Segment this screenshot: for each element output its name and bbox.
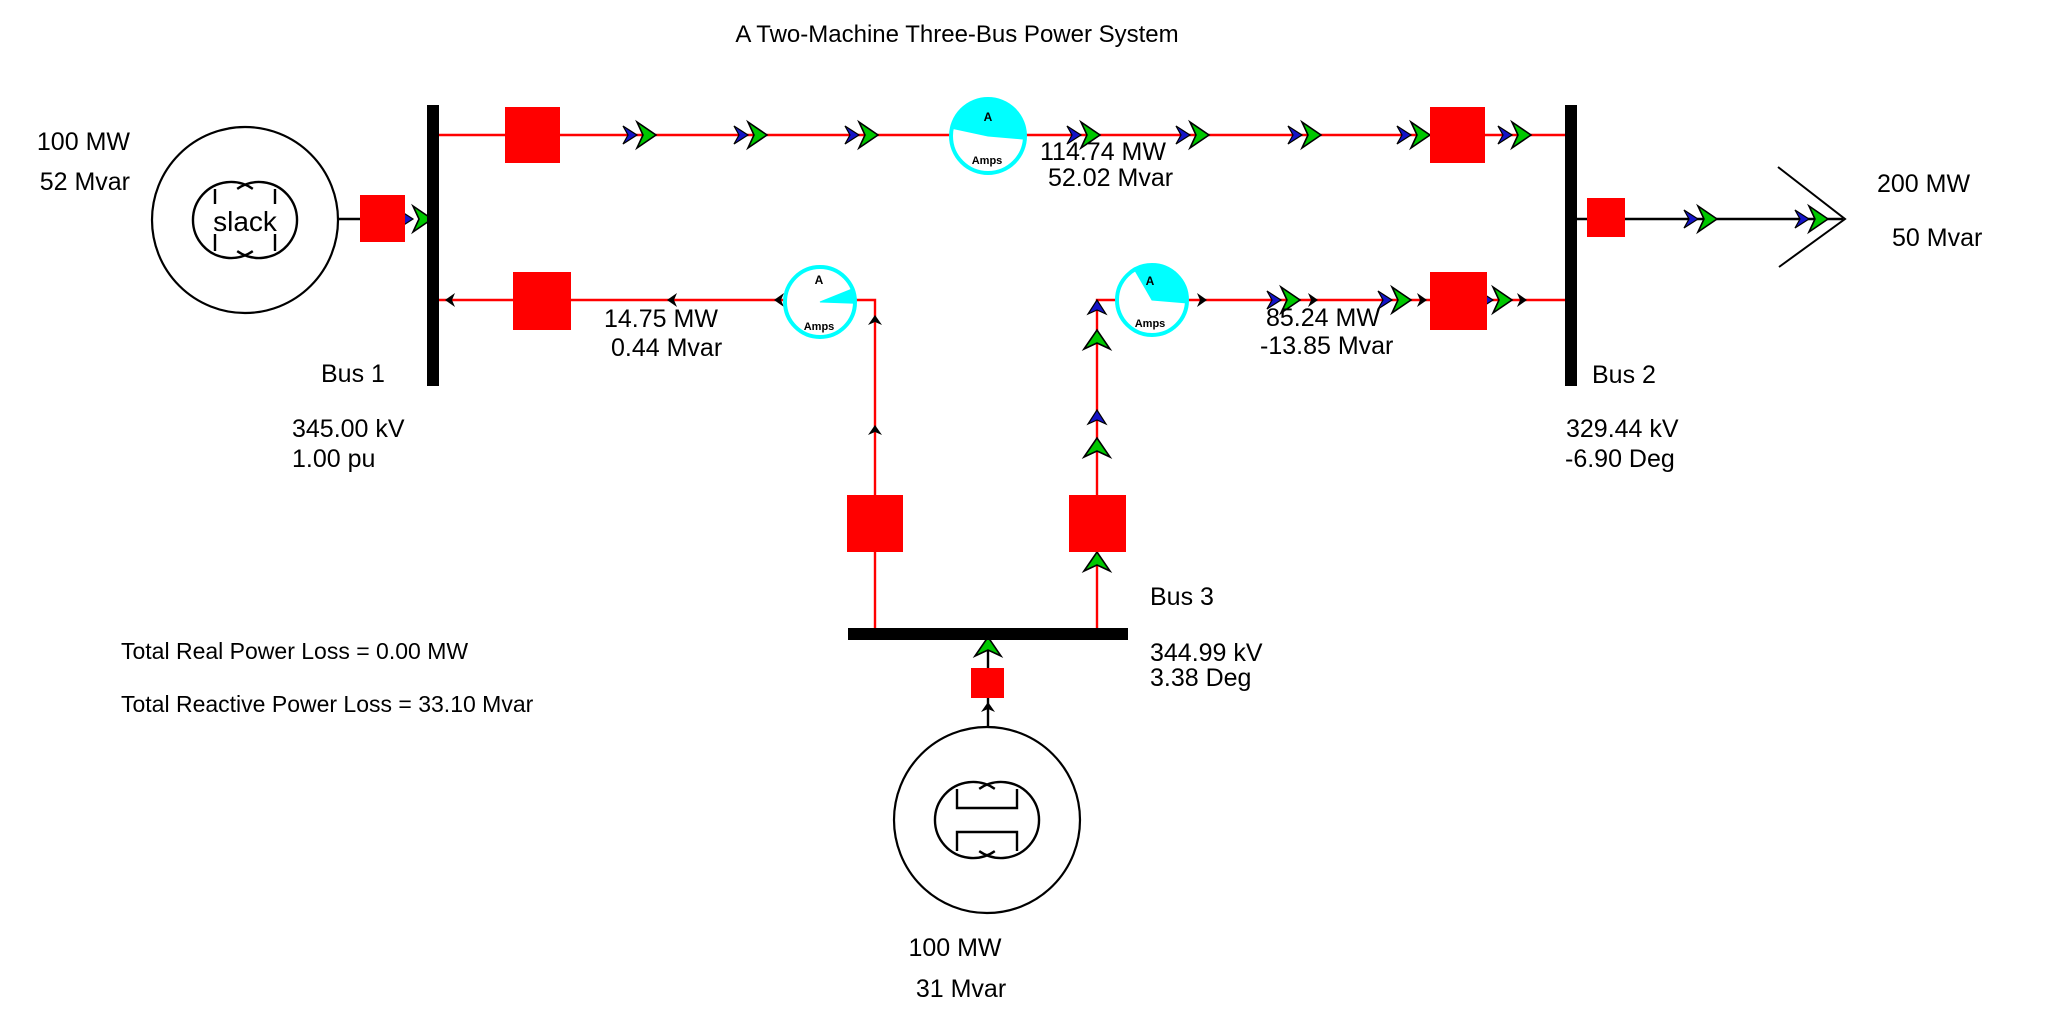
bus2-voltage-label: 329.44 kV — [1566, 415, 1679, 443]
bus2-bar — [1565, 105, 1577, 386]
generator-bus3 — [892, 725, 1082, 915]
breaker-line2-bus3[interactable] — [847, 495, 903, 552]
line2-mw-label: 14.75 MW — [604, 305, 718, 333]
amp-meter-line1: A Amps — [949, 97, 1027, 175]
line1-mvar-label: 52.02 Mvar — [1048, 164, 1174, 192]
load-mw-label: 200 MW — [1877, 170, 1971, 198]
line2-mvar-label: 0.44 Mvar — [611, 334, 723, 362]
breaker-line2-bus1[interactable] — [513, 272, 571, 330]
slack-label: slack — [213, 206, 278, 237]
generator-slack: slack — [150, 125, 340, 315]
amp-meter-unit: Amps — [972, 155, 1003, 167]
amp-meter-fill — [819, 288, 856, 304]
breaker-line1-bus2[interactable] — [1430, 107, 1485, 163]
breaker-line1-bus1[interactable] — [505, 107, 560, 163]
load-mvar-label: 50 Mvar — [1892, 224, 1983, 252]
load-arrow-icon — [1777, 166, 1847, 268]
breaker-gen1[interactable] — [360, 195, 405, 242]
amp-meter-fill — [951, 98, 1026, 140]
bus1-voltage-label: 345.00 kV — [292, 415, 405, 443]
bus1-name-label: Bus 1 — [321, 360, 385, 388]
breaker-line3-bus2[interactable] — [1430, 272, 1487, 330]
bus3-bar — [848, 628, 1128, 640]
bus3-name-label: Bus 3 — [1150, 583, 1214, 611]
breaker-load[interactable] — [1587, 198, 1625, 237]
bus1-pu-label: 1.00 pu — [292, 445, 376, 473]
diagram-title: A Two-Machine Three-Bus Power System — [735, 21, 1179, 48]
line3-mvar-label: -13.85 Mvar — [1260, 332, 1394, 360]
total-real-loss-label: Total Real Power Loss = 0.00 MW — [121, 638, 469, 664]
amp-meter-fill — [1133, 264, 1188, 304]
bus3-voltage-label: 344.99 kV — [1150, 639, 1263, 667]
amp-meter-unit-short: A — [815, 273, 824, 287]
generator-icon — [892, 725, 1082, 915]
gen2-mw-label: 100 MW — [908, 934, 1002, 962]
bus2-angle-label: -6.90 Deg — [1565, 445, 1675, 473]
line3-mw-label: 85.24 MW — [1266, 304, 1380, 332]
slack-label-bg — [200, 204, 290, 234]
amp-meter-line2: A Amps — [783, 265, 857, 339]
gen2-mvar-label: 31 Mvar — [915, 975, 1007, 1003]
line1-mw-label: 114.74 MW — [1040, 138, 1166, 166]
gen1-mvar-label: 52 Mvar — [39, 168, 130, 196]
amp-meter-unit-short: A — [984, 110, 993, 124]
breaker-gen2[interactable] — [971, 668, 1004, 698]
amp-meter-unit: Amps — [1135, 318, 1166, 330]
amp-meter-unit-short: A — [1146, 274, 1155, 288]
gen1-mw-label: 100 MW — [36, 128, 130, 156]
breaker-line3-bus3[interactable] — [1069, 495, 1126, 552]
bus1-bar — [427, 105, 439, 386]
amp-meter-unit: Amps — [804, 321, 835, 333]
bus3-angle-label: 3.38 Deg — [1150, 664, 1252, 692]
total-reactive-loss-label: Total Reactive Power Loss = 33.10 Mvar — [121, 691, 534, 717]
bus2-name-label: Bus 2 — [1592, 361, 1656, 389]
amp-meter-line3: A Amps — [1115, 263, 1189, 337]
